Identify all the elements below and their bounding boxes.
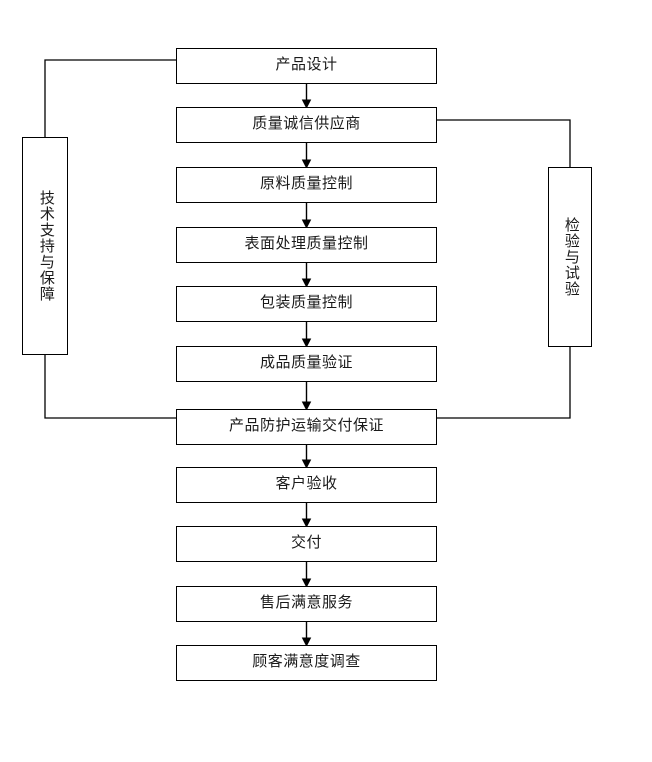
left-side-connectors (44, 59, 176, 419)
node-material-quality-control[interactable]: 原料质量控制 (176, 167, 437, 203)
node-label: 客户验收 (275, 476, 338, 493)
node-packaging-quality-control[interactable]: 包装质量控制 (176, 286, 437, 322)
node-handover[interactable]: 交付 (176, 526, 437, 562)
node-label: 包装质量控制 (259, 295, 353, 312)
node-label: 成品质量验证 (259, 355, 353, 372)
node-product-design[interactable]: 产品设计 (176, 48, 437, 84)
node-label: 交付 (290, 535, 322, 552)
node-finished-product-verification[interactable]: 成品质量验证 (176, 346, 437, 382)
node-label: 质量诚信供应商 (252, 116, 361, 133)
node-label: 产品设计 (275, 57, 338, 74)
side-node-label: 检验与试验 (562, 217, 579, 297)
node-label: 产品防护运输交付保证 (228, 418, 384, 435)
connector-design-to-tech-support (44, 59, 176, 137)
node-label: 表面处理质量控制 (244, 236, 369, 253)
node-technical-support-assurance[interactable]: 技术支持与保障 (22, 137, 68, 355)
node-quality-supplier[interactable]: 质量诚信供应商 (176, 107, 437, 143)
node-inspection-testing[interactable]: 检验与试验 (548, 167, 592, 347)
connector-tech-support-to-delivery (44, 355, 176, 419)
node-label: 顾客满意度调查 (252, 654, 361, 671)
node-surface-treatment-quality-control[interactable]: 表面处理质量控制 (176, 227, 437, 263)
node-customer-acceptance[interactable]: 客户验收 (176, 467, 437, 503)
connector-supplier-to-inspection (437, 119, 571, 167)
side-node-label: 技术支持与保障 (37, 190, 54, 302)
node-protection-transport-delivery-assurance[interactable]: 产品防护运输交付保证 (176, 409, 437, 445)
node-customer-satisfaction-survey[interactable]: 顾客满意度调查 (176, 645, 437, 681)
right-side-connectors (437, 119, 571, 419)
node-after-sales-service[interactable]: 售后满意服务 (176, 586, 437, 622)
node-label: 原料质量控制 (259, 176, 353, 193)
connector-inspection-to-delivery (437, 347, 571, 419)
node-label: 售后满意服务 (259, 595, 353, 612)
